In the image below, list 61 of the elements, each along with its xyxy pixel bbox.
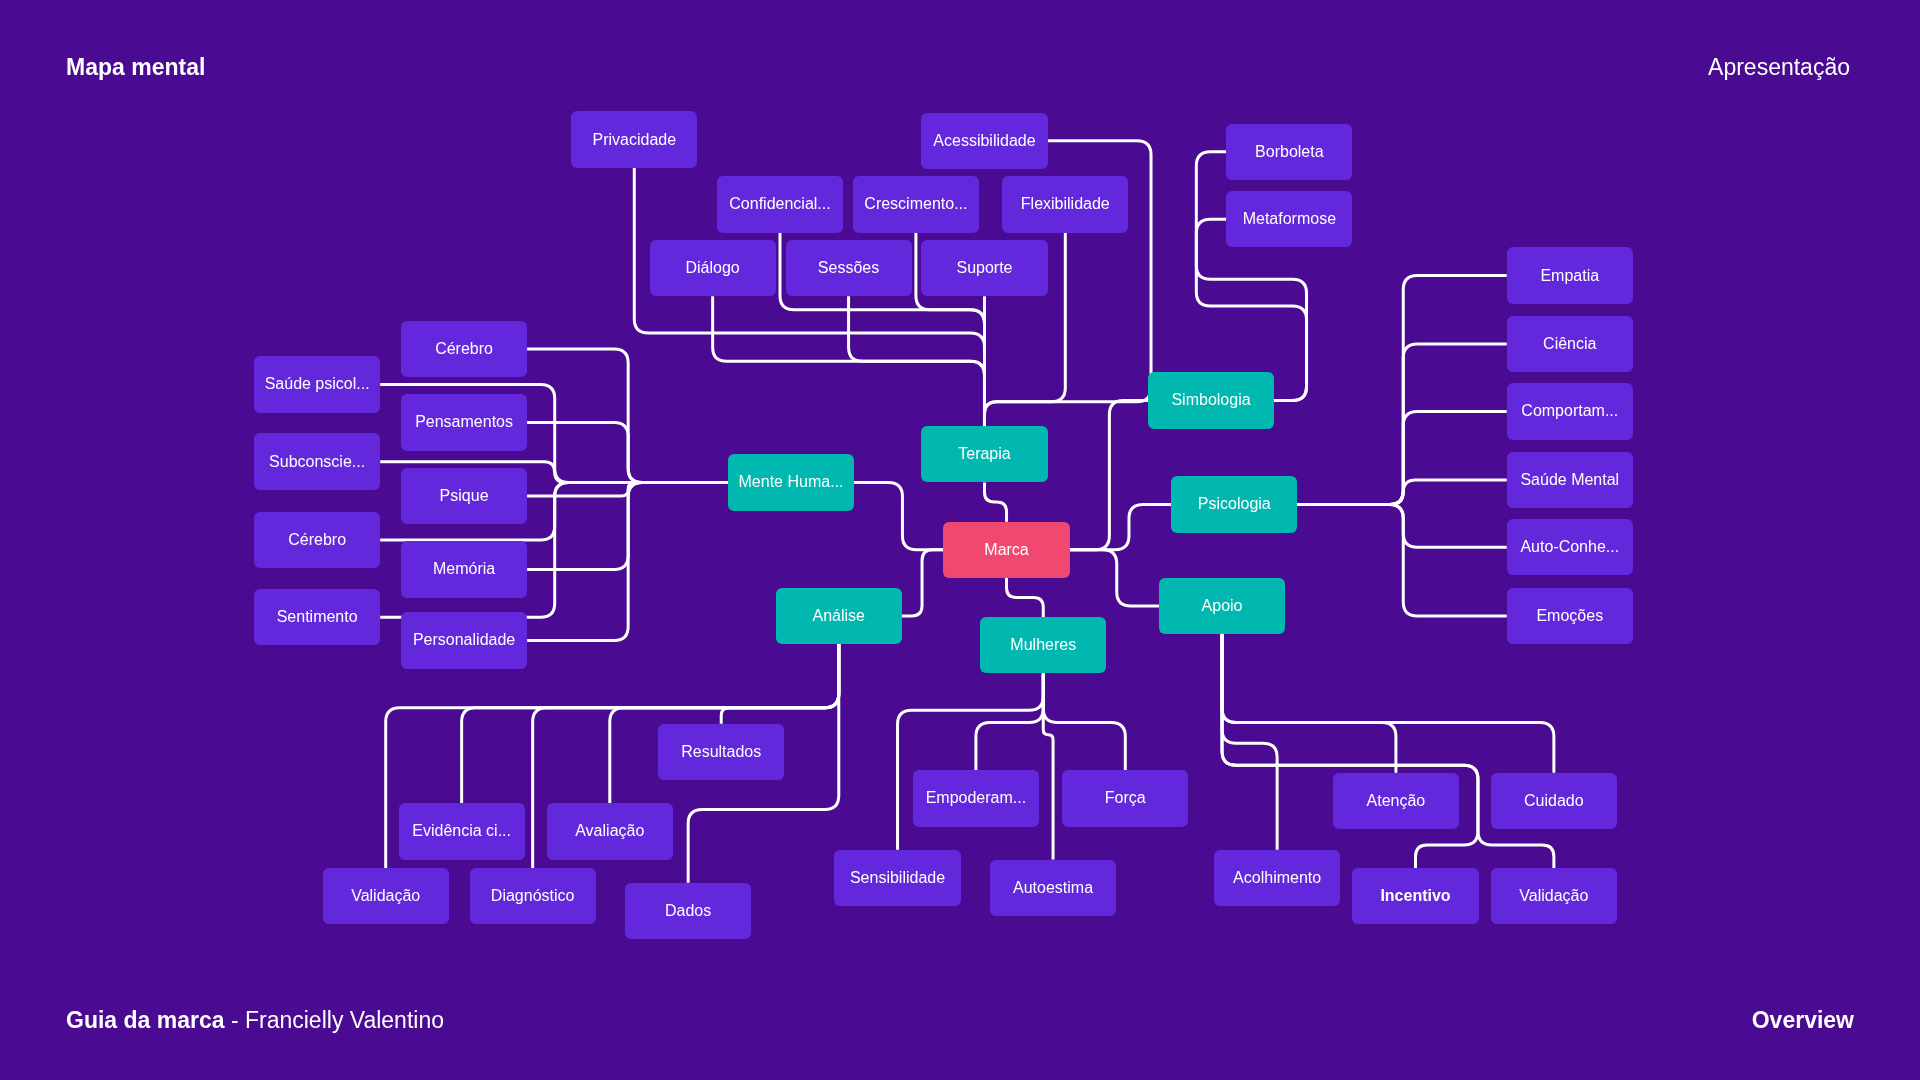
subtopic: Emoções xyxy=(1506,587,1633,645)
subtopic: Validação xyxy=(1490,868,1617,925)
connector xyxy=(1041,673,1055,860)
connector xyxy=(983,296,986,427)
subtopic: Acessibilidade xyxy=(921,112,1048,169)
connector xyxy=(1297,503,1507,618)
subtopic: Sentimento xyxy=(254,588,381,646)
footer-label: Overview xyxy=(1751,1006,1854,1035)
central-topic: Marca xyxy=(943,521,1070,578)
main-topic: Mulheres xyxy=(980,617,1107,674)
subtopic: Diagnóstico xyxy=(469,868,596,925)
subtopic: Cuidado xyxy=(1490,772,1617,829)
subtopic: Dados xyxy=(625,882,752,940)
subtopic: Cérebro xyxy=(254,511,381,569)
subtopic: Confidencial... xyxy=(716,176,844,233)
main-topic: Apoio xyxy=(1158,577,1286,635)
connector xyxy=(983,482,1009,522)
section-label: Apresentação xyxy=(1708,53,1850,82)
connector xyxy=(527,480,728,642)
subtopic: Subconscie... xyxy=(254,433,381,490)
main-topic: Simbologia xyxy=(1147,372,1275,429)
connector xyxy=(1005,577,1045,618)
subtopic: Ciência xyxy=(1506,315,1633,373)
subtopic: Saúde psicol... xyxy=(254,356,381,413)
subtopic: Avaliação xyxy=(546,803,673,860)
subtopic: Psique xyxy=(401,467,528,525)
subtopic: Sensibilidade xyxy=(834,849,961,907)
main-topic: Análise xyxy=(775,587,902,645)
connector xyxy=(686,644,841,883)
subtopic: Comportam... xyxy=(1506,383,1633,440)
subtopic: Sessões xyxy=(785,240,912,297)
subtopic: Evidência ci... xyxy=(398,803,525,860)
subtopic: Flexibilidade xyxy=(1002,176,1129,233)
subtopic: Empatia xyxy=(1506,247,1633,304)
subtopic: Resultados xyxy=(658,723,785,780)
subtopic: Saúde Mental xyxy=(1506,451,1633,509)
subtopic: Metaformose xyxy=(1226,191,1353,248)
subtopic: Autoestima xyxy=(990,859,1117,916)
page-title: Mapa mental xyxy=(66,53,206,82)
subtopic: Diálogo xyxy=(649,240,776,297)
main-topic: Mente Huma... xyxy=(727,454,855,511)
main-topic: Terapia xyxy=(921,426,1048,483)
main-topic: Psicologia xyxy=(1171,476,1298,533)
subtopic: Pensamentos xyxy=(401,394,528,451)
subtopic: Memória xyxy=(401,541,528,598)
subtopic: Suporte xyxy=(921,240,1048,297)
subtopic: Atenção xyxy=(1332,772,1459,829)
subtopic: Acolhimento xyxy=(1214,849,1341,907)
connector xyxy=(901,548,944,618)
subtopic: Privacidade xyxy=(571,111,698,168)
subtopic: Validação xyxy=(322,868,449,925)
subtopic: Borboleta xyxy=(1226,123,1353,180)
connector xyxy=(1069,548,1159,608)
subtopic: Força xyxy=(1062,770,1189,827)
subtopic: Incentivo xyxy=(1352,868,1479,925)
subtopic: Empoderam... xyxy=(912,770,1039,827)
subtopic: Cérebro xyxy=(401,320,528,378)
footer-credit: Guia da marca - Francielly Valentino xyxy=(66,1006,444,1035)
subtopic: Crescimento... xyxy=(852,176,979,233)
subtopic: Personalidade xyxy=(401,612,528,669)
subtopic: Auto-Conhe... xyxy=(1506,519,1633,576)
